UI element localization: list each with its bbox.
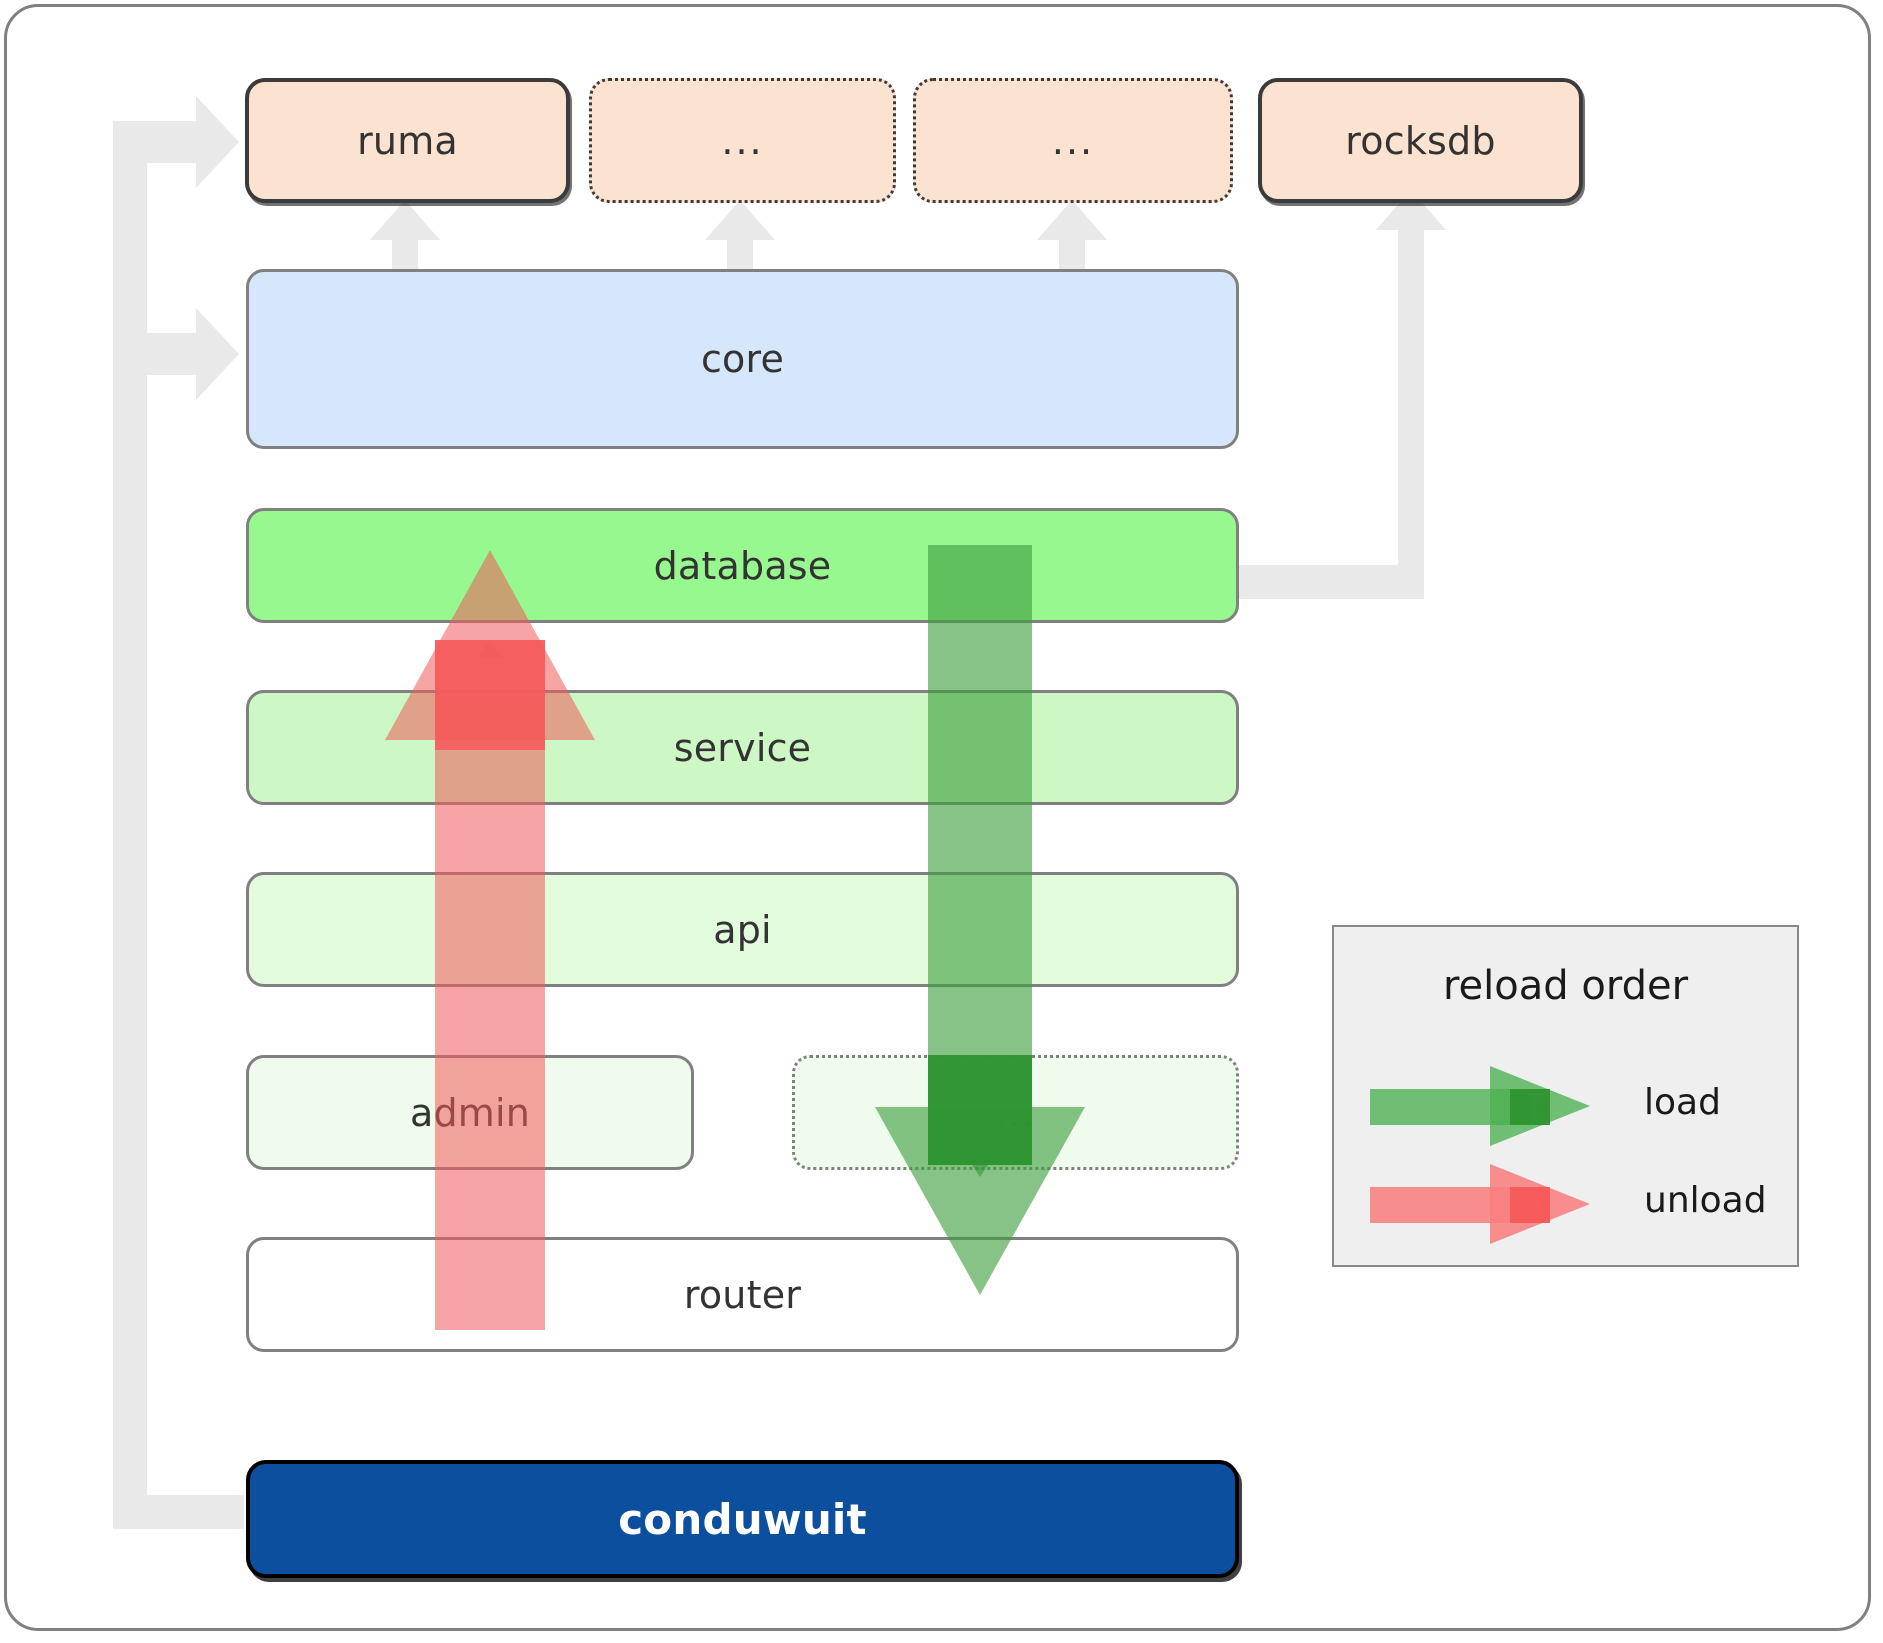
- sublayer-box-optional[interactable]: ...: [792, 1055, 1239, 1170]
- layer-label: service: [673, 725, 812, 770]
- sublayer-box-admin[interactable]: admin: [246, 1055, 694, 1170]
- sublayer-label: admin: [409, 1090, 531, 1135]
- core-label: core: [700, 337, 785, 381]
- layer-box-service[interactable]: service: [246, 690, 1239, 805]
- library-box-optional-1[interactable]: ...: [589, 78, 896, 203]
- library-label: rocksdb: [1345, 118, 1496, 163]
- library-label: ruma: [357, 118, 458, 163]
- legend-title: reload order: [1442, 963, 1689, 1009]
- layer-box-api[interactable]: api: [246, 872, 1239, 987]
- layer-box-router[interactable]: router: [246, 1237, 1239, 1352]
- layer-label: api: [713, 907, 772, 952]
- legend-panel: reload order load unload: [1332, 925, 1799, 1267]
- binary-box-conduwuit[interactable]: conduwuit: [246, 1460, 1239, 1578]
- library-label: ...: [1051, 118, 1095, 163]
- core-box[interactable]: core: [246, 269, 1239, 449]
- binary-label: conduwuit: [618, 1494, 867, 1544]
- library-box-rocksdb[interactable]: rocksdb: [1258, 78, 1583, 203]
- router-label: router: [683, 1272, 802, 1317]
- legend-label-load: load: [1644, 1082, 1721, 1123]
- layer-label: database: [653, 543, 832, 588]
- library-box-ruma[interactable]: ruma: [245, 78, 570, 203]
- library-label: ...: [721, 118, 764, 163]
- diagram-frame: [4, 4, 1871, 1631]
- layer-box-database[interactable]: database: [246, 508, 1239, 623]
- legend-unload-arrow: [1370, 1164, 1590, 1244]
- legend-load-arrow: [1370, 1066, 1590, 1146]
- sublayer-label: ...: [994, 1090, 1037, 1135]
- legend-label-unload: unload: [1644, 1180, 1767, 1221]
- library-box-optional-2[interactable]: ...: [913, 78, 1233, 203]
